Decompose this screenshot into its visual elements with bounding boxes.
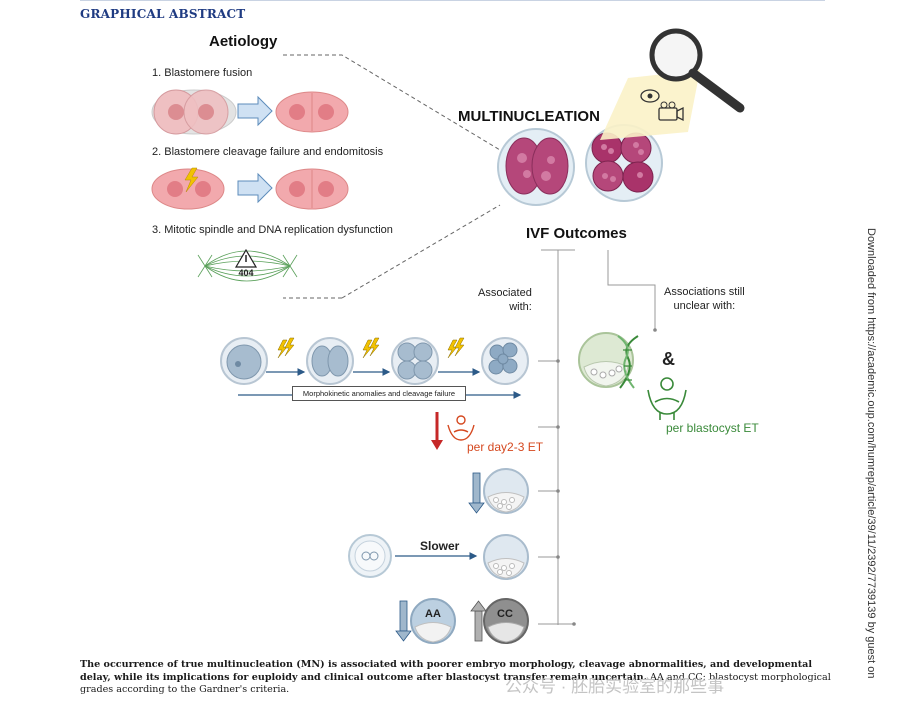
blastocyst-1 [483,468,529,514]
green-blastocyst [578,332,634,388]
cc-increase-arrow [470,600,487,642]
eye-icon [640,89,660,103]
section-header: GRAPHICAL ABSTRACT [80,7,246,21]
lightning-icons [277,337,465,359]
ivf-outcomes-title: IVF Outcomes [526,225,627,242]
outcome-tree [538,249,656,625]
aetiology-item-1: 1. Blastomere fusion [152,67,253,79]
aetiology-item-2: 2. Blastomere cleavage failure and endom… [152,146,384,158]
unclear-label: Associations still unclear with: [664,286,745,312]
slower-label: Slower [420,539,460,553]
fusion-illustration [151,89,349,135]
baby-hands-icon-green [647,377,687,420]
cc-label: CC [497,608,513,620]
morphokinetic-label: Morphokinetic anomalies and cleavage fai… [292,386,466,401]
caption-bold: The occurrence of true multinucleation (… [80,659,812,683]
caption-normal: AA and CC: blastocyst morphological grad… [80,671,831,696]
pronuclear-zygote [348,534,392,578]
aetiology-item-3: 3. Mitotic spindle and DNA replication d… [152,224,393,236]
baby-hands-icon-orange [447,415,475,441]
download-sidebar: Downloaded from https://academic.oup.com… [861,228,891,712]
aa-label: AA [425,608,441,620]
watermark: 公众号 · 胚胎实验室的那些事 [505,677,725,696]
spindle-illustration [197,248,298,282]
tree-nodes [556,328,657,626]
decrease-arrow-red [431,412,443,450]
top-rule [80,0,825,1]
aa-blastocyst [410,598,456,644]
cleavage-series [220,337,529,399]
camera-icon [658,101,684,122]
blastocyst-2 [483,534,529,580]
magnifier-icon [600,28,745,140]
associated-label: Associated with: [478,287,532,313]
dna-icon [617,335,639,389]
figure-caption: The occurrence of true multinucleation (… [80,659,840,697]
multinucleation-embryos [497,124,663,206]
dashed-connectors [283,54,501,299]
per-day-label: per day2-3 ET [467,440,544,454]
aa-decrease-arrow [395,600,412,642]
multinucleation-title: MULTINUCLEATION [458,108,600,125]
download-sidebar-text: Downloaded from https://academic.oup.com… [865,228,877,679]
aetiology-title: Aetiology [209,33,278,50]
decrease-arrow-blue [468,472,485,514]
cleavage-failure-illustration [151,167,349,210]
spindle-code: 404 [238,268,253,278]
ampersand: & [662,349,675,369]
cc-blastocyst [483,598,529,644]
per-blastocyst-label: per blastocyst ET [666,421,759,435]
